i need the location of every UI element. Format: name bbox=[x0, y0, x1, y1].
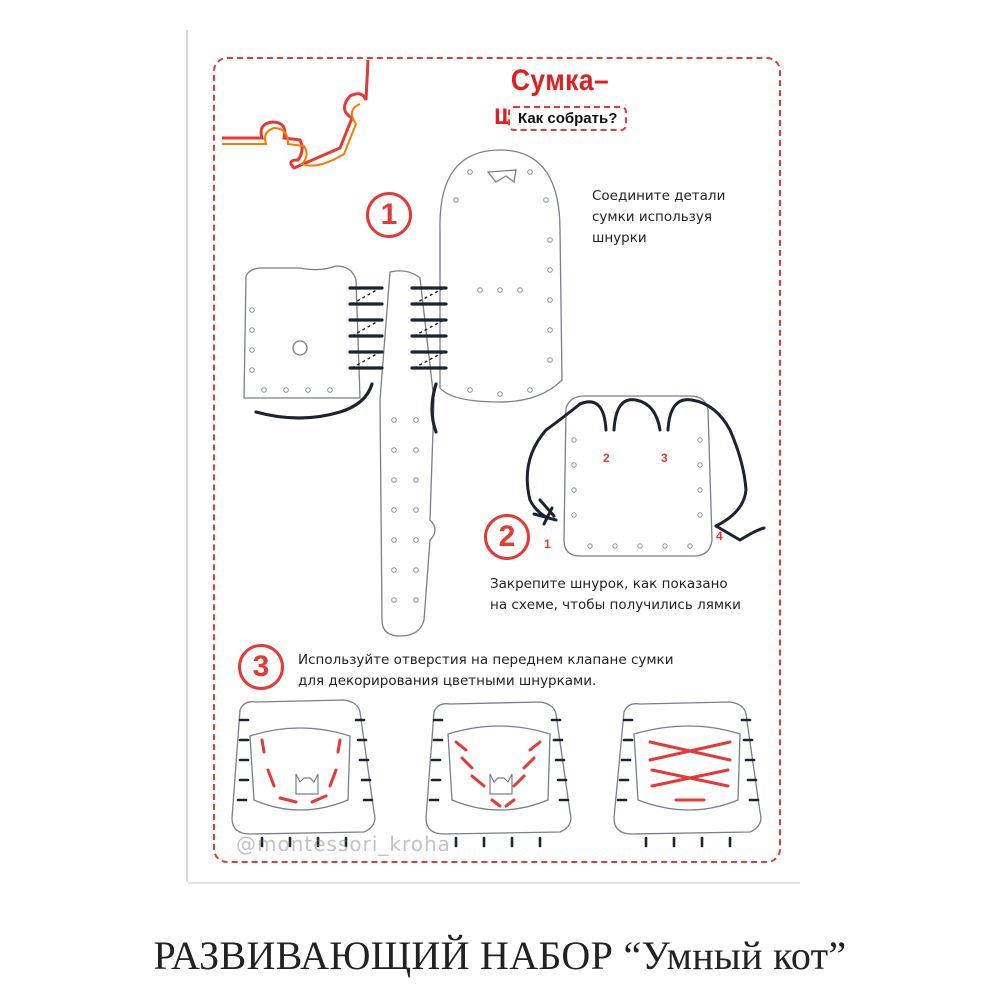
cat-face-icons bbox=[295, 773, 513, 795]
decorated-bag-1 bbox=[231, 699, 376, 835]
step-2-badge: 2 bbox=[484, 514, 530, 560]
step-3-line-2: для декорирования цветными шнурками. bbox=[298, 673, 597, 689]
piece-holes bbox=[249, 169, 553, 603]
watermark: @montessori_kroha bbox=[236, 832, 451, 856]
step-1-line-1: Соедините детали bbox=[592, 188, 726, 204]
step-2-line-1: Закрепите шнурок, как показано bbox=[490, 576, 728, 592]
step2-number-labels: 1 2 3 4 bbox=[544, 451, 723, 551]
assembled-bag-step2 bbox=[563, 395, 713, 557]
bag-strap-piece bbox=[379, 270, 436, 637]
svg-text:2: 2 bbox=[603, 451, 610, 465]
dashed-frame bbox=[213, 57, 781, 863]
step-3-line-1: Используйте отверстия на переднем клапан… bbox=[298, 652, 674, 668]
subtitle-badge: Как собрать? bbox=[508, 106, 628, 131]
black-side-laces-step3 bbox=[236, 718, 760, 848]
step-1-line-3: шнурки bbox=[592, 230, 647, 246]
step-2-text: Закрепите шнурок, как показано на схеме,… bbox=[490, 574, 741, 616]
bag-side-panel bbox=[243, 265, 361, 399]
page-title: Сумка–шнуровка bbox=[493, 64, 626, 131]
decorated-bag-3 bbox=[613, 701, 762, 835]
step-1-line-2: сумки используя bbox=[592, 209, 712, 225]
black-laces-step1 bbox=[254, 286, 448, 434]
red-decorative-laces bbox=[260, 738, 732, 808]
svg-text:3: 3 bbox=[661, 451, 668, 465]
step-3-badge: 3 bbox=[238, 644, 284, 690]
step2-holes bbox=[571, 437, 703, 549]
step-2-line-2: на схеме, чтобы получились лямки bbox=[490, 597, 741, 613]
bag-front-flap bbox=[439, 149, 563, 403]
step-1-text: Соедините детали сумки используя шнурки bbox=[592, 186, 725, 249]
svg-text:4: 4 bbox=[716, 529, 723, 543]
decorated-bag-2 bbox=[425, 701, 572, 835]
dashed-lace-guides bbox=[351, 287, 445, 369]
puzzle-corner-decoration bbox=[222, 59, 370, 170]
product-caption: РАЗВИВАЮЩИЙ НАБОР “Умный кот” bbox=[153, 933, 847, 978]
black-straps-step2 bbox=[525, 398, 766, 542]
step-3-text: Используйте отверстия на переднем клапан… bbox=[298, 650, 673, 692]
step-1-badge: 1 bbox=[366, 192, 412, 238]
svg-text:1: 1 bbox=[544, 537, 551, 551]
